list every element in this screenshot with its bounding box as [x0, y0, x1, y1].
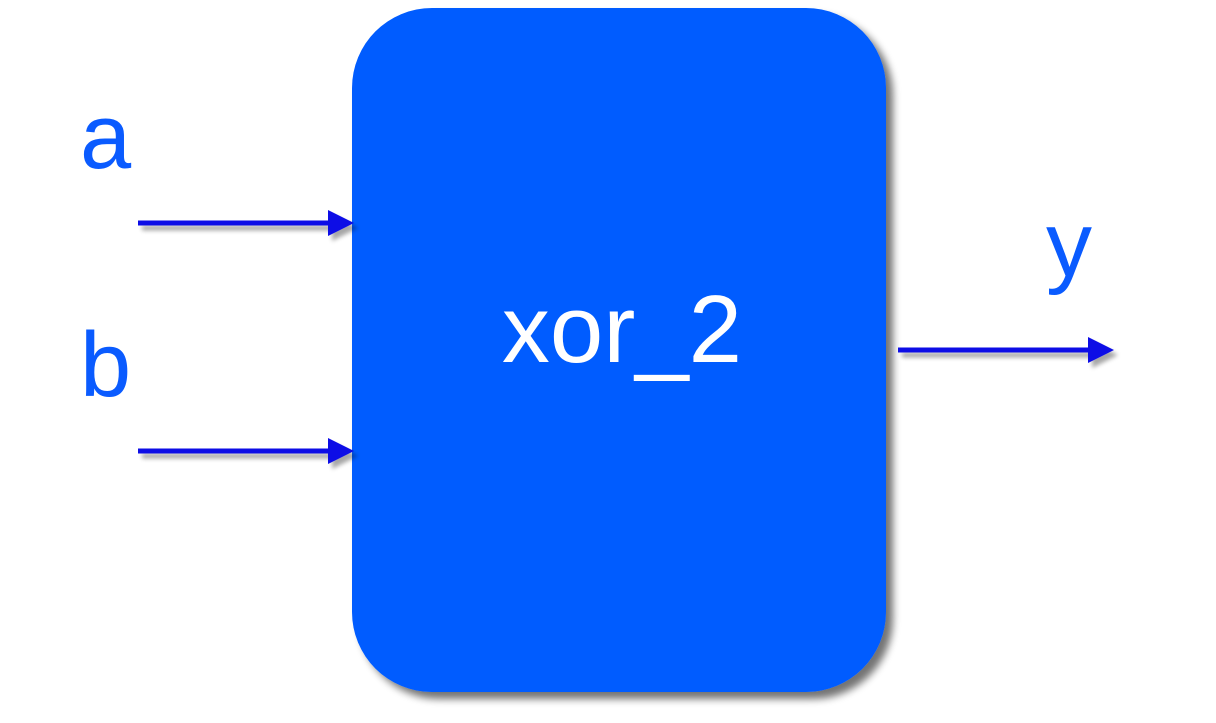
input-label-a: a — [80, 86, 132, 188]
block-label: xor_2 — [502, 276, 742, 383]
output-label-y: y — [1046, 194, 1092, 296]
output-wire-y — [898, 337, 1114, 363]
input-wire-a — [138, 210, 354, 236]
xor-block — [352, 8, 886, 692]
input-wire-b — [138, 438, 354, 464]
input-label-b: b — [80, 314, 131, 416]
